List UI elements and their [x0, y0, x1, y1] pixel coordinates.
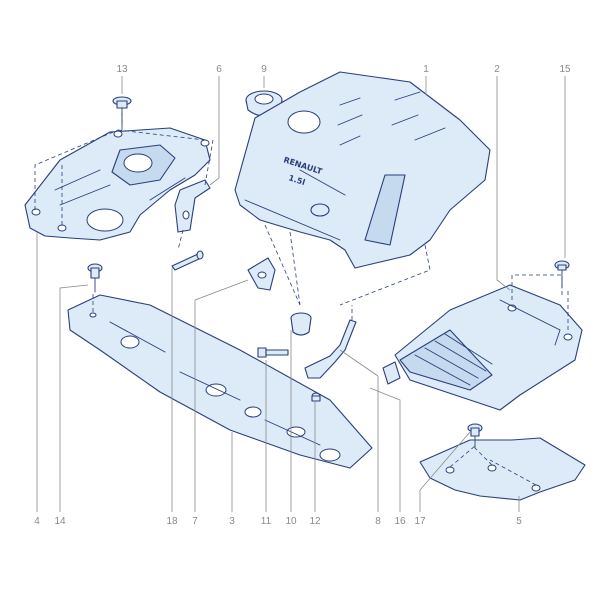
part-13-screw	[112, 96, 132, 132]
callout-6: 6	[216, 64, 222, 75]
callout-2: 2	[494, 64, 500, 75]
callout-18: 18	[166, 516, 178, 527]
part-12-bush	[311, 392, 321, 402]
callout-12: 12	[309, 516, 321, 527]
part-10-mount	[290, 312, 312, 336]
part-4-bracket-plate	[24, 127, 211, 241]
callout-1: 1	[423, 64, 429, 75]
part-16-clip	[382, 361, 401, 385]
part-1-engine-cover: RENAULT 1.5l	[234, 71, 491, 306]
callout-5: 5	[516, 516, 522, 527]
leader-lines	[36, 76, 566, 512]
callout-numbers: 1 2 3 4 5 6 7 8 9 10 11 12 13 14 15 16 1…	[34, 64, 571, 527]
part-6-small-bracket	[174, 139, 214, 251]
callout-9: 9	[261, 64, 267, 75]
part-17-screw	[467, 423, 483, 449]
callout-4: 4	[34, 516, 40, 527]
callout-7: 7	[192, 516, 198, 527]
part-8-bracket	[304, 305, 357, 379]
part-11-bolt	[257, 347, 289, 358]
callout-10: 10	[285, 516, 297, 527]
part-5-lower-plate	[419, 437, 586, 501]
callout-13: 13	[116, 64, 128, 75]
callout-16: 16	[394, 516, 406, 527]
part-18-screw	[171, 250, 204, 271]
callout-3: 3	[229, 516, 235, 527]
part-3-lower-panel	[67, 292, 373, 469]
part-2-side-cover	[394, 274, 583, 411]
callout-8: 8	[375, 516, 381, 527]
callout-14: 14	[54, 516, 66, 527]
callout-17: 17	[414, 516, 426, 527]
callout-15: 15	[559, 64, 571, 75]
part-7-clip	[247, 257, 276, 291]
part-15-screw	[554, 260, 570, 289]
callout-11: 11	[261, 516, 272, 527]
part-14-stud	[87, 263, 103, 293]
